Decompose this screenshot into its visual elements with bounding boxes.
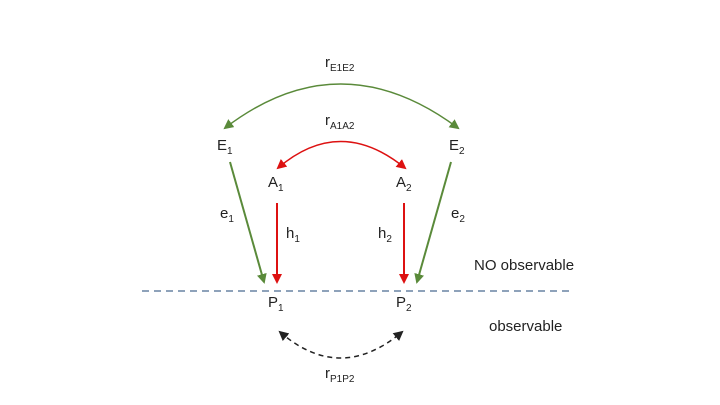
- node-e2: E2: [449, 137, 465, 157]
- label-r-e1e2: rE1E2: [325, 54, 355, 74]
- label-r-p1p2: rP1P2: [325, 365, 355, 385]
- node-e1: E1: [217, 137, 233, 157]
- path-e2-arrow: [414, 161, 452, 284]
- environment-correlation-arrow: [223, 83, 460, 130]
- node-a1: A1: [268, 174, 284, 194]
- label-h1: h1: [286, 225, 300, 245]
- additive-correlation-arrow: [276, 140, 407, 170]
- label-observable: observable: [489, 318, 562, 335]
- label-r-a1a2: rA1A2: [325, 112, 355, 132]
- label-e1: e1: [220, 205, 234, 225]
- node-a2: A2: [396, 174, 412, 194]
- label-no-observable: NO observable: [474, 257, 574, 274]
- path-e1-arrow: [229, 161, 267, 284]
- node-p1: P1: [268, 294, 284, 314]
- node-p2: P2: [396, 294, 412, 314]
- phenotype-correlation-arrow: [278, 330, 404, 359]
- label-e2: e2: [451, 205, 465, 225]
- label-h2: h2: [378, 225, 392, 245]
